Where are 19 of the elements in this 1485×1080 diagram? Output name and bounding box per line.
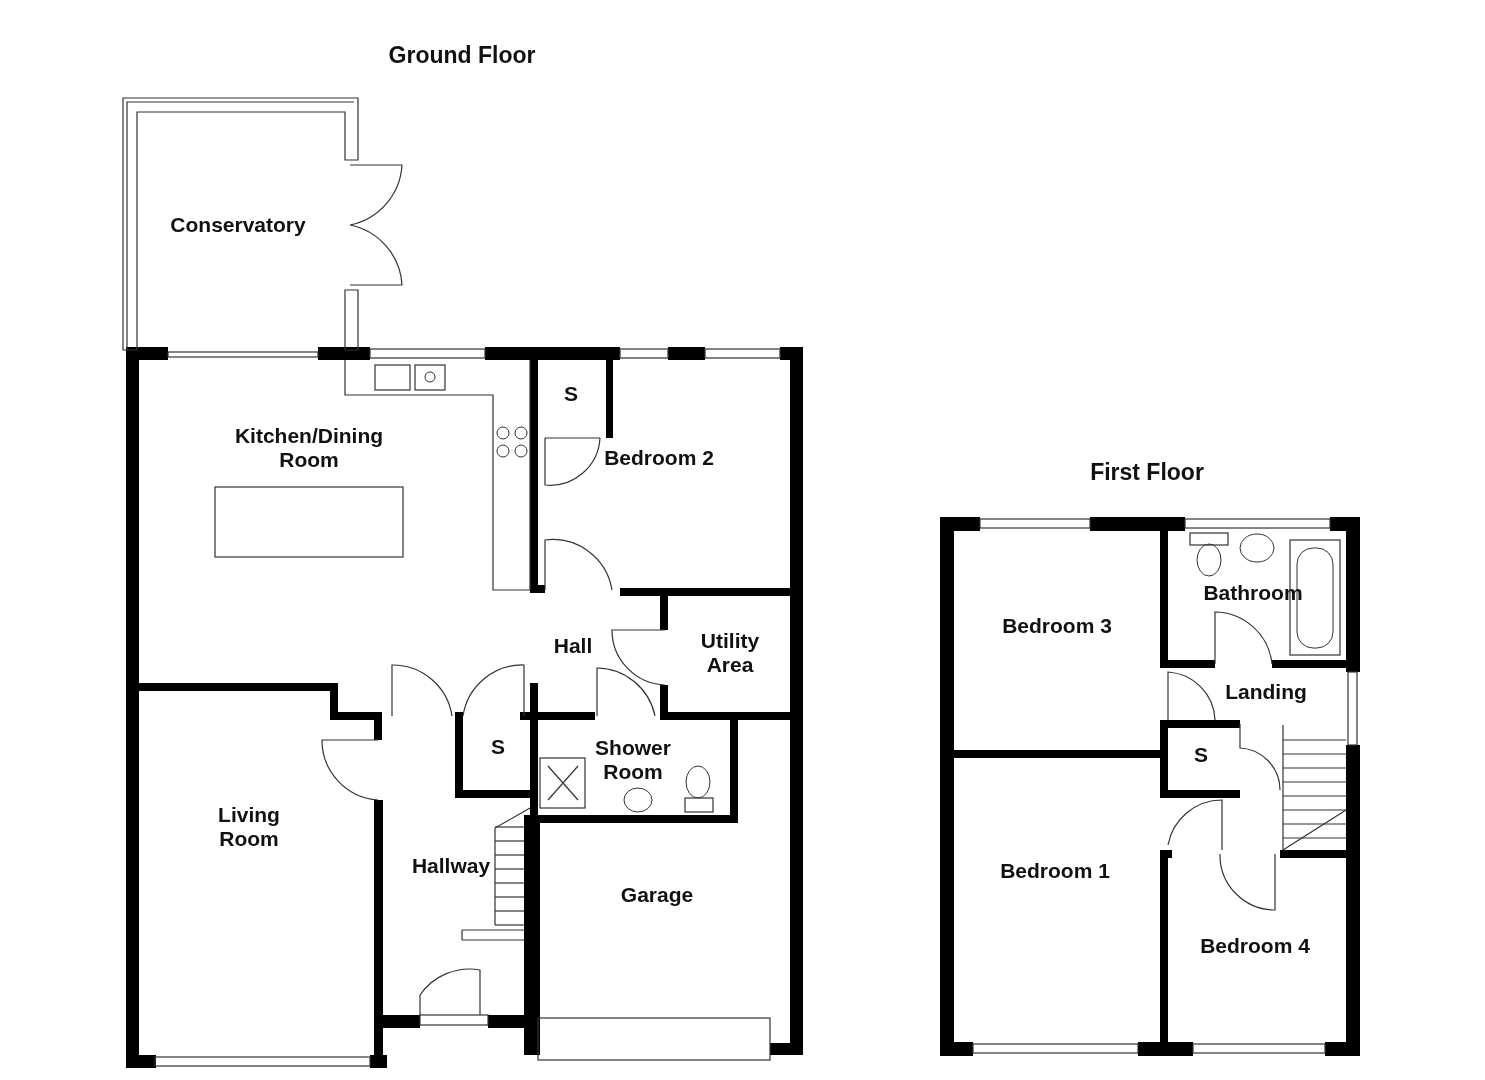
room-label: Conservatory bbox=[170, 213, 306, 237]
room-label: Shower Room bbox=[583, 736, 683, 784]
room-label: Hall bbox=[553, 634, 593, 658]
room-label: Hallway bbox=[411, 854, 491, 878]
room-label: Bedroom 3 bbox=[1002, 614, 1112, 638]
room-label: Bathroom bbox=[1203, 581, 1303, 605]
room-label: S bbox=[564, 382, 578, 406]
room-label: Kitchen/Dining Room bbox=[219, 424, 399, 472]
room-label: S bbox=[491, 735, 505, 759]
floor-heading: Ground Floor bbox=[388, 41, 536, 69]
room-label: Garage bbox=[620, 883, 694, 907]
room-label: Landing bbox=[1225, 680, 1307, 704]
floor-heading: First Floor bbox=[1090, 458, 1204, 486]
room-label: Utility Area bbox=[690, 629, 770, 677]
room-label: Bedroom 2 bbox=[604, 446, 714, 470]
room-label: S bbox=[1194, 743, 1208, 767]
room-label: Living Room bbox=[214, 803, 284, 851]
room-label: Bedroom 1 bbox=[1000, 859, 1110, 883]
room-label: Bedroom 4 bbox=[1200, 934, 1310, 958]
